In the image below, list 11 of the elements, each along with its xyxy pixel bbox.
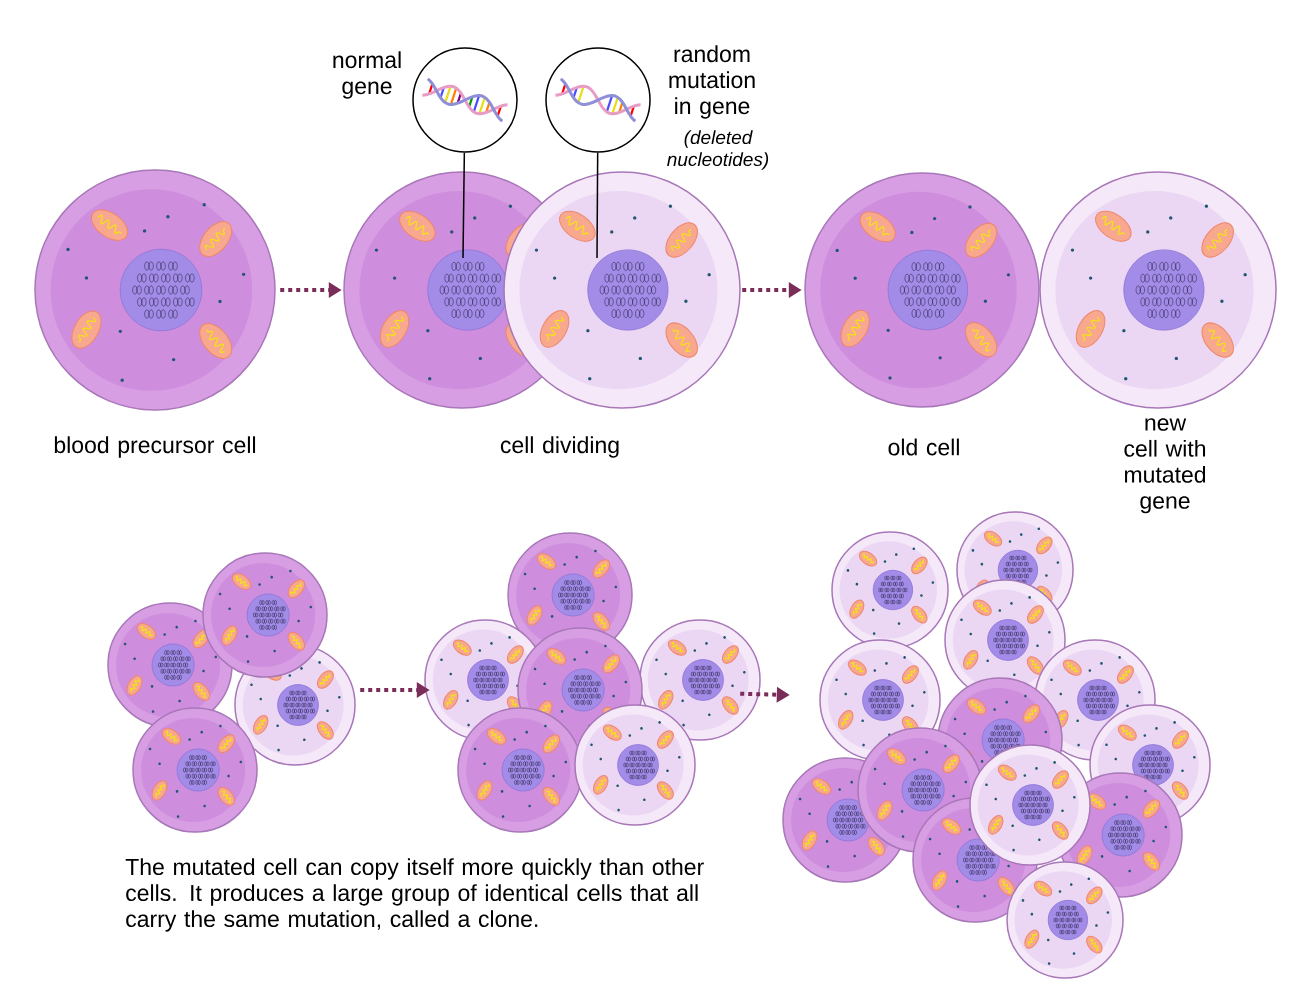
callout-label: random mutation in gene bbox=[669, 45, 755, 119]
leader-line bbox=[596, 152, 599, 259]
cell-label: new cell with mutated gene bbox=[1124, 418, 1206, 514]
callout-label: normal gene bbox=[333, 51, 401, 99]
cell-cluster-drawing bbox=[107, 552, 356, 833]
cell-label: old cell bbox=[888, 438, 959, 456]
cell-label: blood precursor cell bbox=[54, 436, 256, 458]
cell-label: cell dividing bbox=[500, 436, 619, 458]
caption-text: The mutated cell can copy itself more quickly than other cells. It produces a large group of identical cells that all carry the same mutation, called a clone. bbox=[125, 858, 704, 932]
cell-cluster-drawing bbox=[424, 532, 761, 833]
callout-label: (deleted nucleotides) bbox=[667, 130, 769, 170]
